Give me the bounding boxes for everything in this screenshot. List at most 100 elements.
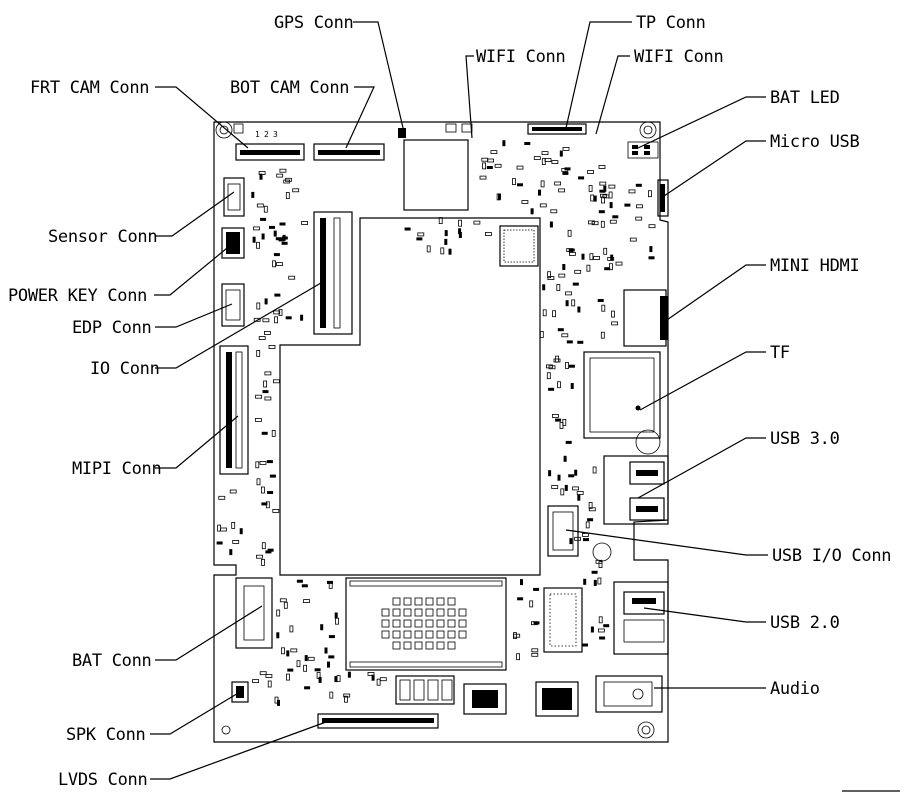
- passive-component: [272, 260, 277, 268]
- chip-pad: [436, 608, 445, 617]
- passive-component: [531, 648, 539, 653]
- passive-component: [599, 636, 606, 640]
- usb2-connector: [613, 581, 669, 655]
- passive-component: [283, 601, 288, 609]
- passive-component: [562, 146, 570, 151]
- passive-component: [565, 291, 572, 296]
- passive-component: [563, 455, 567, 462]
- chip-pad: [392, 641, 401, 650]
- chip-pad: [392, 608, 401, 617]
- passive-component: [303, 664, 308, 672]
- passive-component: [318, 676, 322, 683]
- qfn-chip-1: [463, 683, 507, 715]
- passive-component: [376, 678, 381, 686]
- passive-component: [256, 241, 260, 249]
- passive-component: [301, 584, 308, 588]
- passive-component: [562, 418, 567, 426]
- chip-pad: [392, 630, 401, 639]
- tp-connector: [527, 123, 587, 135]
- passive-component: [290, 648, 298, 653]
- passive-component: [529, 600, 534, 608]
- edp-connector: [221, 283, 245, 327]
- passive-component: [273, 253, 280, 257]
- passive-component: [553, 358, 561, 363]
- passive-component: [277, 699, 280, 706]
- passive-component: [261, 542, 266, 550]
- passive-component: [541, 158, 546, 166]
- passive-component: [265, 550, 272, 554]
- usb-io-connector: [547, 505, 612, 562]
- passive-component: [448, 248, 452, 255]
- passive-component: [271, 429, 276, 437]
- passive-component: [598, 210, 605, 214]
- passive-component: [303, 599, 310, 603]
- audio-jack: [595, 675, 663, 713]
- leader-usb3: [637, 437, 766, 499]
- passive-component: [552, 413, 559, 418]
- passive-component: [304, 655, 308, 662]
- chip-pad: [425, 619, 434, 628]
- chip-pad: [447, 619, 456, 628]
- chip-pad: [403, 641, 412, 650]
- passive-component: [252, 236, 256, 243]
- passive-component: [588, 501, 593, 509]
- passive-component: [260, 217, 267, 221]
- bat-led-group: [627, 141, 659, 159]
- passive-component: [648, 224, 656, 229]
- passive-component: [328, 635, 335, 639]
- passive-component: [589, 253, 594, 261]
- passive-component: [574, 536, 581, 541]
- passive-component: [273, 310, 281, 315]
- passive-component: [458, 228, 462, 235]
- passive-component: [609, 263, 613, 271]
- passive-component: [636, 204, 643, 209]
- passive-component: [285, 316, 292, 320]
- passive-component: [260, 486, 265, 494]
- chip-pad: [381, 619, 390, 628]
- passive-component: [571, 299, 576, 307]
- passive-component: [231, 522, 236, 529]
- leader-sensor: [155, 191, 235, 237]
- passive-component: [262, 318, 270, 323]
- usb3-connector: [603, 455, 669, 525]
- passive-component: [261, 233, 265, 240]
- leader-wifi-2: [595, 55, 630, 135]
- passive-component: [635, 216, 643, 221]
- passive-component: [307, 656, 315, 661]
- passive-component: [252, 679, 260, 683]
- passive-component: [343, 693, 351, 698]
- passive-component: [516, 653, 520, 661]
- passive-component: [604, 267, 611, 271]
- passive-component: [278, 238, 285, 242]
- passive-component: [587, 170, 594, 174]
- label-frt-cam-conn: FRT CAM Conn: [30, 78, 149, 98]
- chip-pad: [425, 597, 434, 606]
- passive-component: [577, 340, 584, 344]
- passive-component: [269, 225, 275, 229]
- passive-component: [278, 309, 283, 316]
- passive-components: [216, 140, 656, 706]
- passive-component: [565, 300, 569, 307]
- passive-component: [590, 194, 595, 202]
- passive-component: [524, 142, 531, 145]
- chip-pad: [436, 619, 445, 628]
- passive-component: [473, 220, 481, 225]
- passive-component: [601, 304, 606, 312]
- passive-component: [229, 549, 233, 556]
- passive-component: [533, 156, 541, 160]
- passive-component: [608, 191, 613, 199]
- passive-component: [281, 241, 288, 245]
- passive-component: [546, 372, 551, 380]
- lvds-connector: [317, 713, 439, 729]
- passive-component: [292, 188, 300, 193]
- chip-pad: [447, 641, 456, 650]
- passive-component: [281, 647, 285, 655]
- passive-component: [263, 380, 268, 388]
- passive-component: [458, 219, 463, 227]
- frt-cam-connector: 1 2 3: [233, 123, 305, 161]
- passive-component: [229, 489, 237, 494]
- passive-component: [276, 173, 284, 178]
- passive-component: [635, 183, 642, 187]
- passive-component: [334, 676, 338, 683]
- leader-bat-led: [637, 96, 766, 149]
